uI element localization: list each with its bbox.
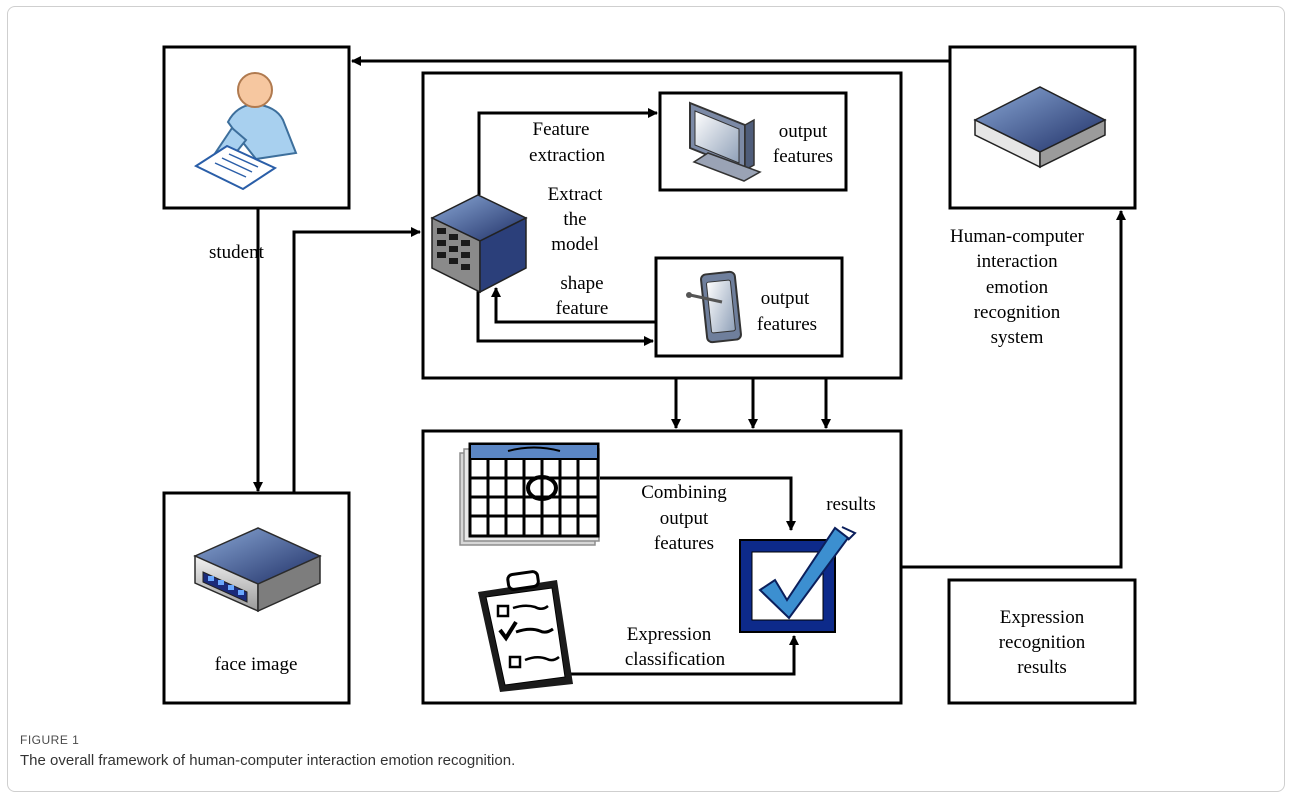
label-combining-2: output xyxy=(660,508,709,529)
figure-label: FIGURE 1 xyxy=(20,733,80,747)
label-combining-1: Combining xyxy=(641,482,727,503)
clipboard-icon xyxy=(478,570,573,692)
figure-caption: The overall framework of human-computer … xyxy=(20,752,516,769)
arrow-feature-extraction xyxy=(477,108,658,195)
label-student: student xyxy=(209,242,265,263)
label-extract-model-1: Extract xyxy=(548,184,604,205)
face-image-box xyxy=(162,491,351,705)
label-hci-system-2: interaction xyxy=(976,251,1058,272)
label-feature-extraction-1: Feature xyxy=(533,119,590,140)
results-checkmark-icon xyxy=(739,526,857,633)
label-results: results xyxy=(826,494,876,515)
label-feature-extraction-2: extraction xyxy=(529,145,605,166)
label-extract-model-2: the xyxy=(563,209,586,230)
label-expression-results-2: recognition xyxy=(999,632,1086,653)
student-user-icon xyxy=(193,72,298,191)
monitor-icon xyxy=(689,101,762,182)
label-expression-classification-2: classification xyxy=(625,649,726,670)
tablet-icon xyxy=(686,270,742,344)
arrow-shape-feature xyxy=(491,287,656,324)
feature-extraction-box xyxy=(421,71,903,380)
hci-system-box xyxy=(948,45,1137,210)
server-cube-icon xyxy=(430,194,528,294)
label-output-features-bottom-1: output xyxy=(761,288,810,309)
label-combining-3: features xyxy=(654,533,714,554)
label-face-image: face image xyxy=(215,654,298,675)
label-expression-classification-1: Expression xyxy=(627,624,712,645)
face-image-device-icon xyxy=(193,527,322,613)
label-output-features-top-1: output xyxy=(779,121,828,142)
expression-results-box xyxy=(947,578,1137,705)
label-hci-system-4: recognition xyxy=(974,302,1061,323)
calendar-icon xyxy=(459,442,600,546)
arrow-face-to-extraction xyxy=(292,227,421,493)
output-features-top-box xyxy=(658,91,848,192)
arrow-server-to-bottom-output xyxy=(476,290,654,346)
label-extract-model-3: model xyxy=(551,234,599,255)
label-shape-feature-2: feature xyxy=(556,298,609,319)
label-hci-system-1: Human-computer xyxy=(950,226,1085,247)
framework-diagram: student face image Feature extraction Ex… xyxy=(162,45,1137,705)
label-expression-results-3: results xyxy=(1017,657,1067,678)
arrow-combining-to-result xyxy=(600,476,796,531)
output-features-bottom-box xyxy=(654,256,844,358)
label-output-features-top-2: features xyxy=(773,146,833,167)
arrow-classification-to-result xyxy=(570,635,799,676)
label-expression-results-1: Expression xyxy=(1000,607,1085,628)
label-output-features-bottom-2: features xyxy=(757,314,817,335)
label-shape-feature-1: shape xyxy=(560,273,603,294)
hci-system-device-icon xyxy=(973,86,1107,169)
label-hci-system-5: system xyxy=(991,327,1044,348)
label-hci-system-3: emotion xyxy=(986,277,1049,298)
arrow-result-to-system xyxy=(901,210,1126,569)
